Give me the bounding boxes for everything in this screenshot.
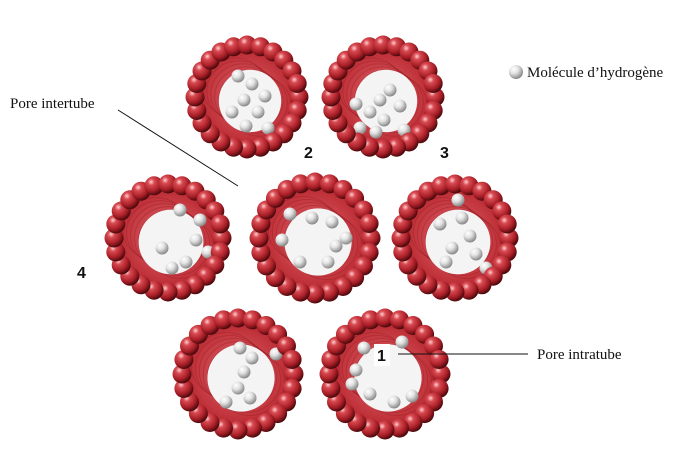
hydrogen-molecule bbox=[306, 212, 319, 225]
hydrogen-molecule bbox=[232, 70, 245, 83]
hydrogen-molecule bbox=[180, 256, 193, 269]
hydrogen-molecule bbox=[190, 234, 203, 247]
hydrogen-molecule bbox=[452, 194, 465, 207]
hydrogen-molecule bbox=[456, 212, 469, 225]
number-2: 2 bbox=[304, 145, 313, 162]
hydrogen-molecule bbox=[220, 396, 233, 409]
number-1: 1 bbox=[377, 348, 386, 365]
hydrogen-molecule bbox=[166, 262, 179, 275]
hydrogen-molecule bbox=[464, 230, 477, 243]
hydrogen-molecule bbox=[326, 216, 339, 229]
carbon-atom bbox=[288, 74, 307, 93]
hydrogen-molecule bbox=[446, 242, 459, 255]
carbon-atom bbox=[360, 214, 379, 233]
nanotube-center bbox=[250, 173, 381, 304]
hydrogen-molecule bbox=[374, 94, 387, 107]
hydrogen-molecule bbox=[346, 378, 359, 391]
nanotube-bottom-right bbox=[320, 309, 451, 440]
number-4: 4 bbox=[77, 265, 86, 282]
hydrogen-molecule bbox=[350, 364, 363, 377]
hydrogen-molecule bbox=[378, 114, 391, 127]
hydrogen-molecule bbox=[370, 126, 383, 139]
nanotube-left bbox=[105, 175, 232, 302]
hydrogen-molecule bbox=[388, 396, 401, 409]
hydrogen-molecule bbox=[406, 390, 419, 403]
hydrogen-molecule bbox=[294, 256, 307, 269]
hydrogen-molecule bbox=[226, 106, 239, 119]
hydrogen-molecule bbox=[238, 366, 251, 379]
hydrogen-molecule bbox=[322, 256, 335, 269]
tube-pore bbox=[207, 344, 274, 411]
pore-intratube-label: Pore intratube bbox=[537, 347, 622, 363]
number-3: 3 bbox=[440, 145, 449, 162]
hydrogen-molecule bbox=[232, 382, 245, 395]
hydrogen-molecule bbox=[240, 120, 253, 133]
carbon-atom bbox=[211, 215, 230, 234]
legend-label: Molécule d’hydrogène bbox=[527, 65, 664, 81]
hydrogen-molecule bbox=[394, 100, 407, 113]
carbon-atom bbox=[283, 350, 302, 369]
hydrogen-molecule bbox=[440, 256, 453, 269]
pore-intertube-label: Pore intertube bbox=[10, 96, 95, 112]
hydrogen-molecule bbox=[396, 336, 409, 349]
nanotube-bottom-left bbox=[173, 309, 304, 440]
hydrogen-molecule bbox=[259, 90, 272, 103]
hydrogen-molecule bbox=[194, 214, 207, 227]
hydrogen-molecule bbox=[364, 388, 377, 401]
hydrogen-molecule bbox=[238, 94, 251, 107]
hydrogen-molecule bbox=[364, 106, 377, 119]
hydrogen-molecule bbox=[174, 204, 187, 217]
hydrogen-molecule bbox=[156, 242, 169, 255]
nanotube-right bbox=[392, 175, 519, 302]
hydrogen-molecule bbox=[276, 234, 289, 247]
hydrogen-molecule bbox=[434, 218, 447, 231]
carbon-atom bbox=[498, 215, 517, 234]
hydrogen-molecule bbox=[244, 392, 257, 405]
hydrogen-molecule bbox=[284, 208, 297, 221]
hydrogen-molecule bbox=[246, 78, 259, 91]
hydrogen-molecule bbox=[234, 342, 247, 355]
hydrogen-molecule bbox=[252, 106, 265, 119]
hydrogen-molecule bbox=[330, 240, 343, 253]
hydrogen-sphere-icon bbox=[509, 65, 523, 79]
carbon-atom bbox=[424, 74, 443, 93]
hydrogen-molecule bbox=[358, 342, 371, 355]
hydrogen-molecule bbox=[350, 98, 363, 111]
hydrogen-molecule bbox=[246, 352, 259, 365]
carbon-atom bbox=[430, 350, 449, 369]
hydrogen-molecule bbox=[384, 84, 397, 97]
nanotube-top-left bbox=[186, 36, 309, 159]
hydrogen-molecule bbox=[470, 248, 483, 261]
nanotube-top-right bbox=[322, 36, 445, 159]
